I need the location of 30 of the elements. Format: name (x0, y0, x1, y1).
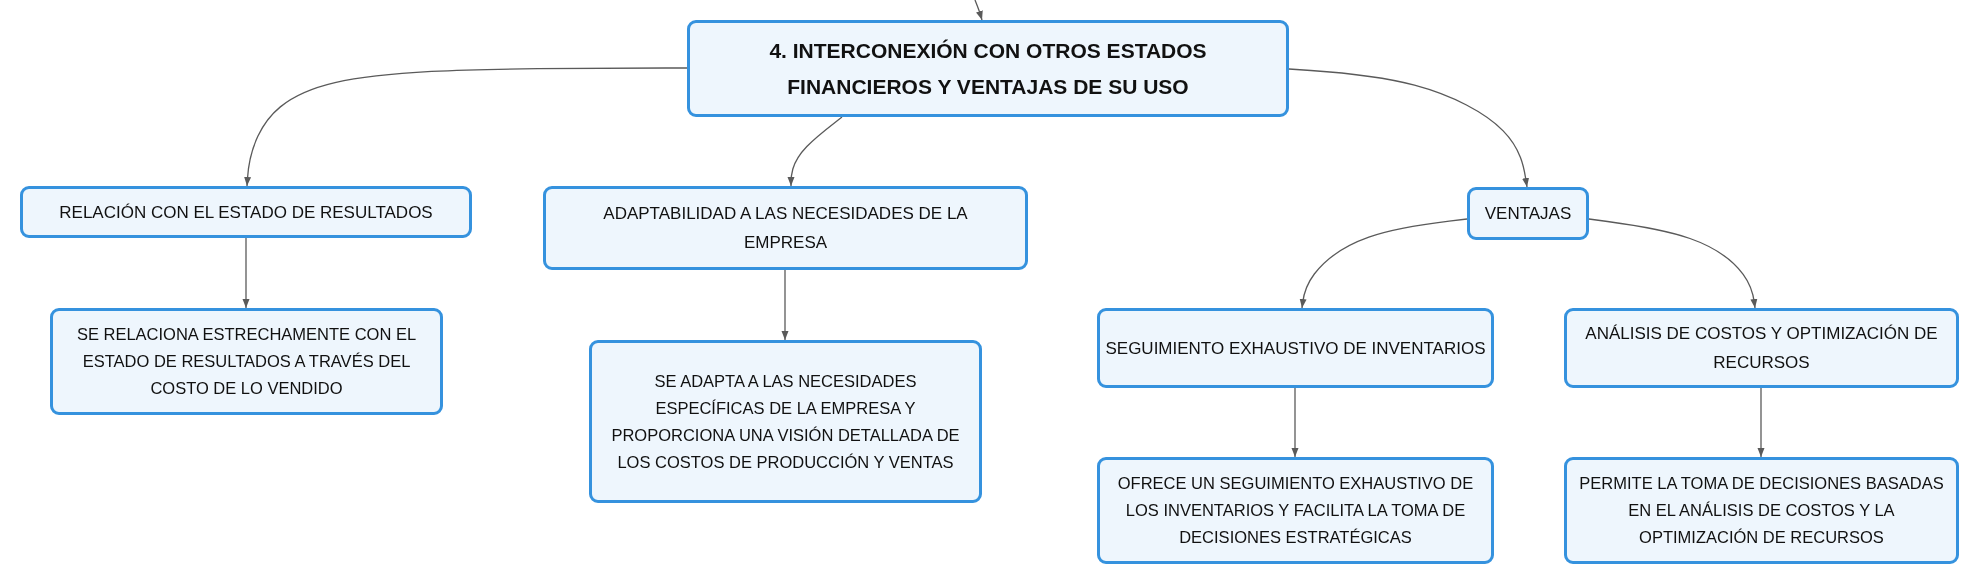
connector-arrow (787, 116, 843, 187)
connector-arrow (244, 67, 688, 187)
topic-box (1097, 308, 1494, 388)
topic-label: RELACIÓN CON EL ESTADO DE RESULTADOS (59, 201, 433, 224)
topic-label: ANÁLISIS DE COSTOS Y OPTIMIZACIÓN DE RECURSOS (1584, 323, 1939, 374)
connector-arrow (1288, 68, 1530, 188)
topic-label: 4. INTERCONEXIÓN CON OTROS ESTADOS FINANCIEROS Y VENTAJAS DE SU USO (768, 37, 1208, 100)
topic-box (1467, 187, 1589, 240)
connector-arrow (1588, 218, 1758, 309)
topic-box (543, 186, 1028, 270)
detail-box (589, 340, 982, 503)
detail-box (1564, 457, 1959, 564)
connector-arrow (1291, 387, 1299, 458)
central-topic-box (687, 20, 1289, 117)
detail-box (1097, 457, 1494, 564)
topic-box (1564, 308, 1959, 388)
connector-arrow (974, 0, 983, 21)
topic-label: OFRECE UN SEGUIMIENTO EXHAUSTIVO DE LOS INVENTARIOS Y FACILITA LA TOMA DE DECISIONES ESTRATÉGICAS (1116, 473, 1475, 548)
topic-label: SEGUIMIENTO EXHAUSTIVO DE INVENTARIOS (1105, 337, 1486, 360)
topic-label: SE ADAPTA A LAS NECESIDADES ESPECÍFICAS DE LA EMPRESA Y PROPORCIONA UNA VISIÓN DETALLADA DE LOS COSTOS DE PRODUCCIÓN Y VENTAS (610, 370, 961, 473)
topic-box (20, 186, 472, 238)
connector-arrow (1299, 218, 1468, 309)
connector-arrow (781, 269, 789, 341)
topic-label: VENTAJAS (1484, 203, 1572, 225)
topic-label: SE RELACIONA ESTRECHAMENTE CON EL ESTADO DE RESULTADOS A TRAVÉS DEL COSTO DE LO VENDIDO (75, 324, 418, 399)
topic-label: PERMITE LA TOMA DE DECISIONES BASADAS EN EL ANÁLISIS DE COSTOS Y LA OPTIMIZACIÓN DE RECURSOS (1578, 473, 1945, 548)
topic-label: ADAPTABILIDAD A LAS NECESIDADES DE LA EMPRESA (602, 203, 969, 254)
detail-box (50, 308, 443, 415)
connector-arrow (242, 237, 250, 309)
connector-arrow (1757, 387, 1765, 458)
